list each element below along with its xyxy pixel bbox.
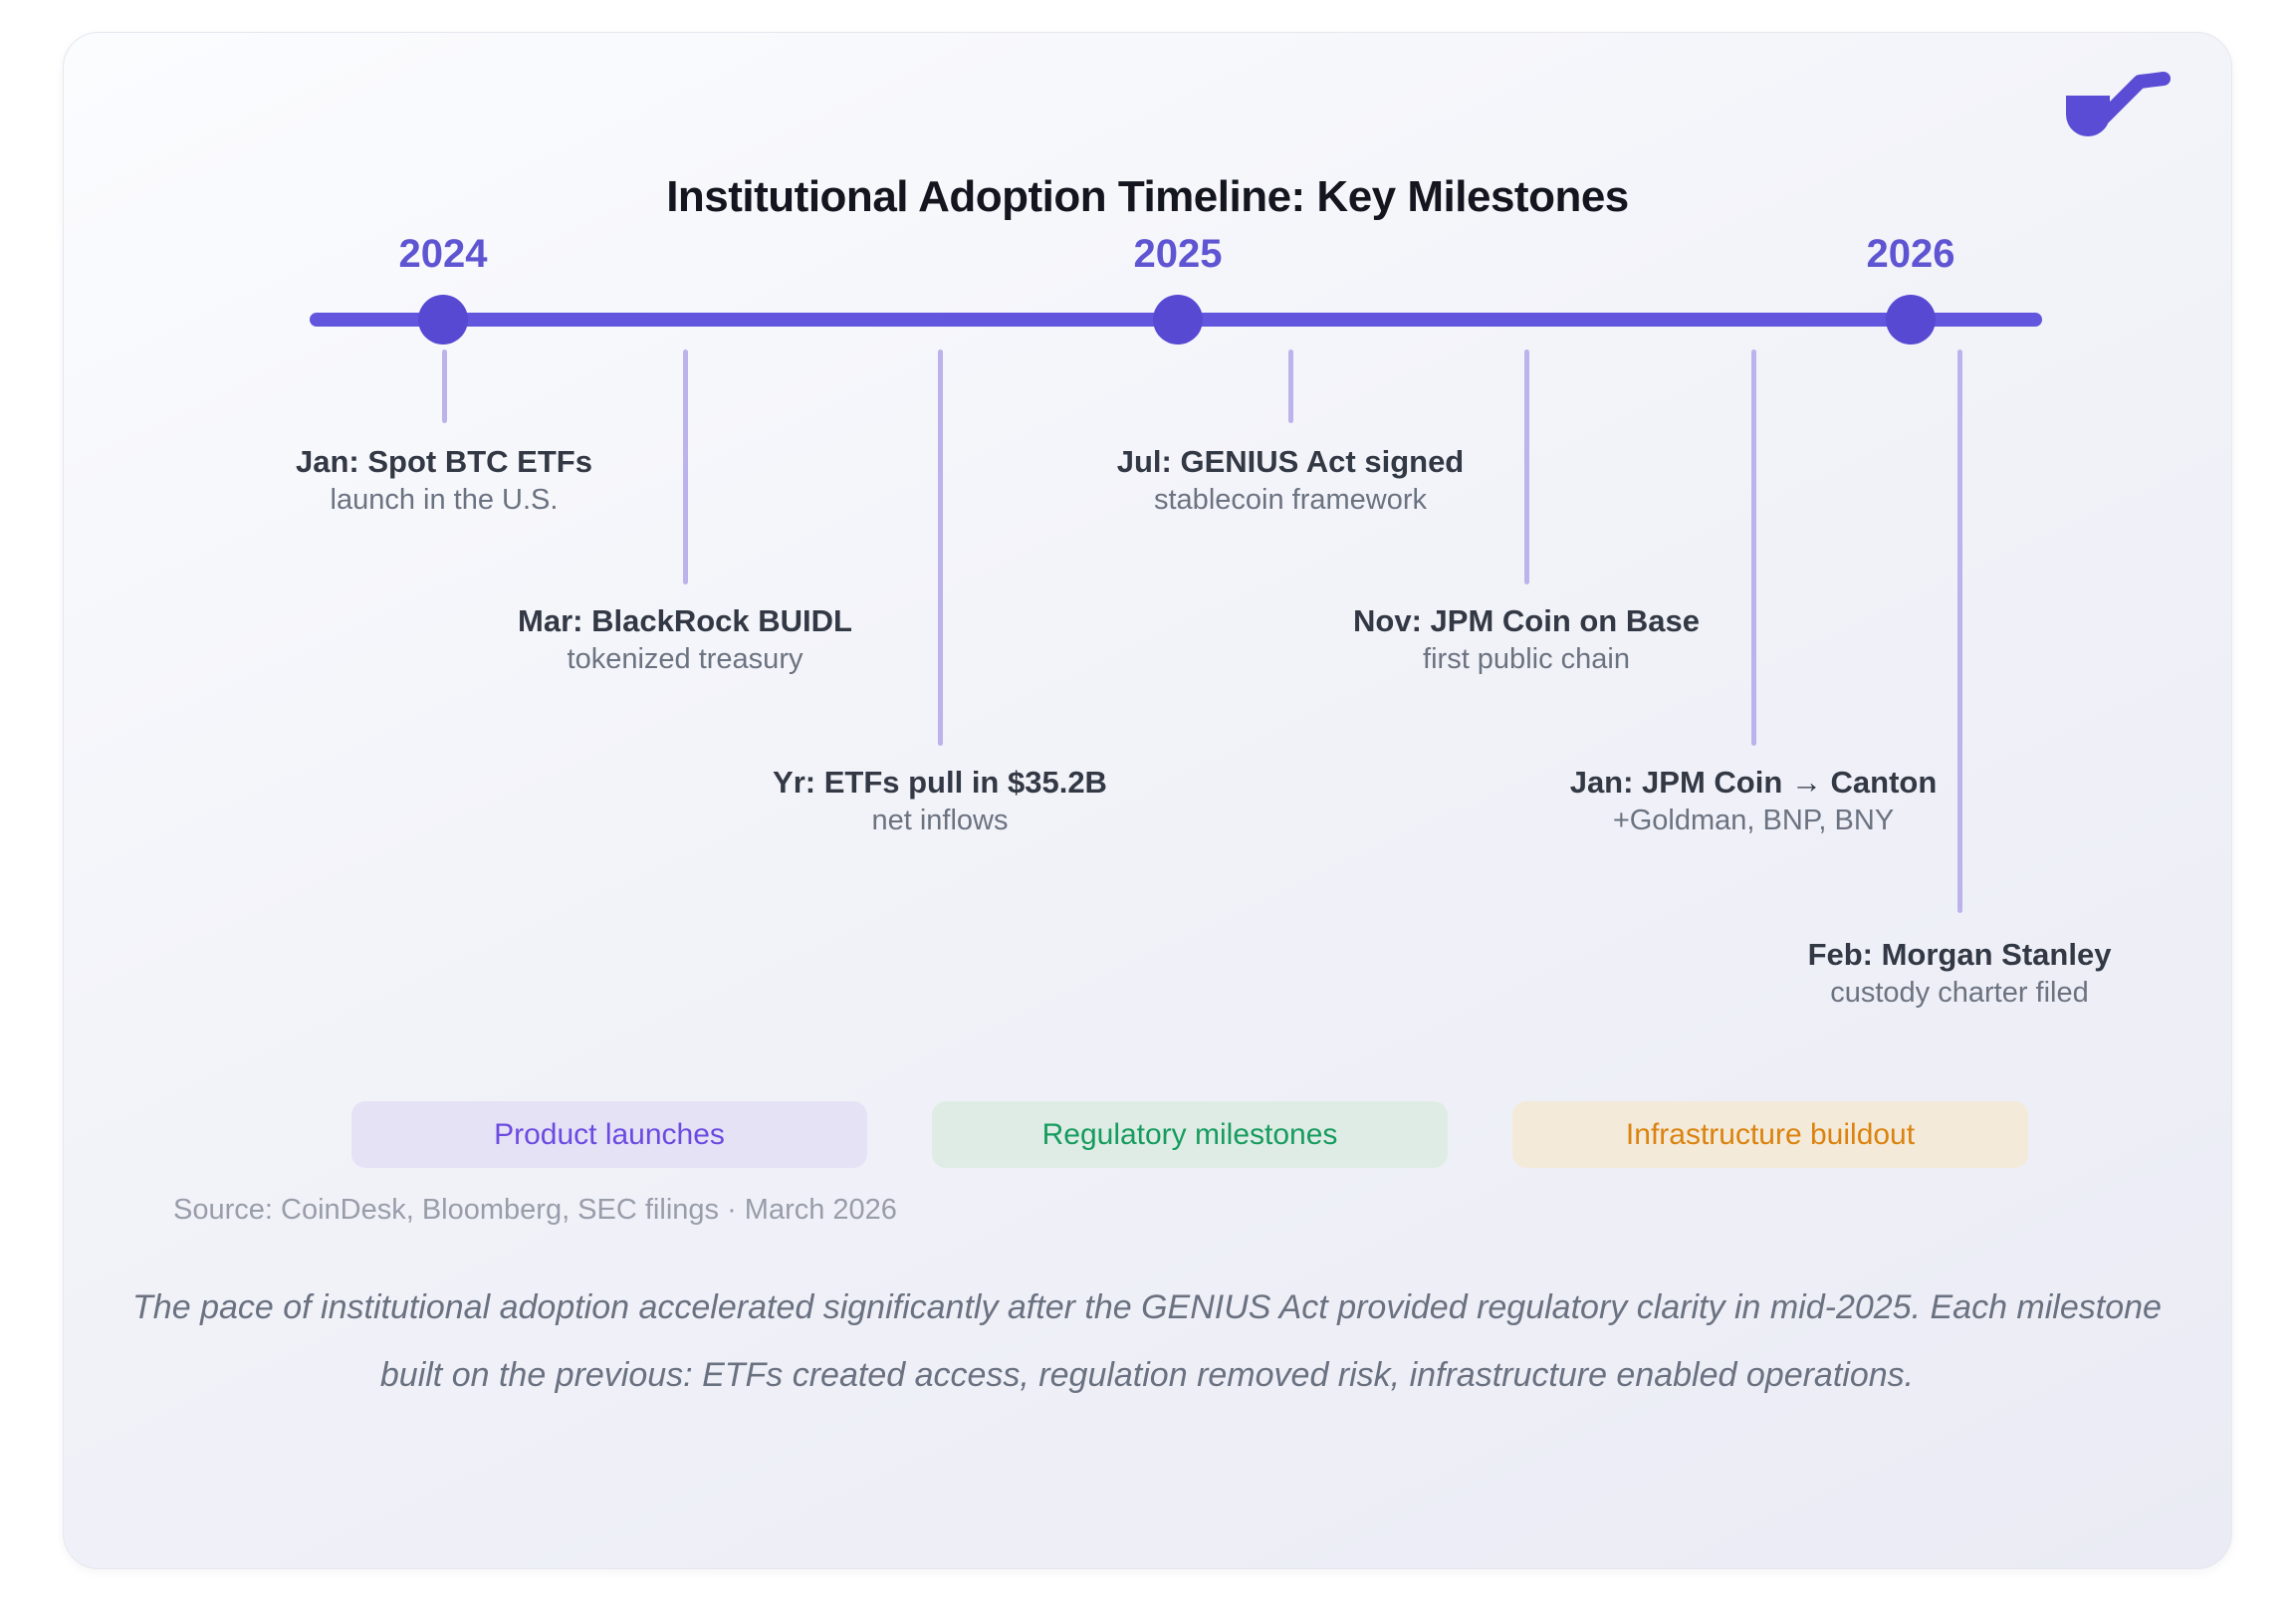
milestone-subtitle: custody charter filed [1830, 977, 2089, 1009]
milestone-title: Mar: BlackRock BUIDL [518, 603, 852, 638]
milestone: Nov: JPM Coin on Base first public chain [1248, 601, 1805, 678]
milestone-subtitle: stablecoin framework [1154, 484, 1427, 516]
milestone-title: Yr: ETFs pull in $35.2B [773, 765, 1107, 800]
milestone-connector [1524, 349, 1529, 584]
year-label: 2026 [1866, 232, 1955, 276]
milestone-subtitle: net inflows [871, 805, 1009, 836]
caption-text: The pace of institutional adoption accel… [132, 1288, 2162, 1394]
milestone-title: Jan: JPM Coin → Canton [1569, 765, 1938, 800]
milestone-subtitle: launch in the U.S. [330, 484, 559, 516]
milestone-title: Jul: GENIUS Act signed [1116, 444, 1465, 479]
milestone: Feb: Morgan Stanley custody charter filed [1681, 935, 2238, 1012]
legend-pill-regulatory-milestones: Regulatory milestones [932, 1101, 1448, 1168]
milestone-title: Nov: JPM Coin on Base [1353, 603, 1700, 638]
timeline-dot [1153, 295, 1203, 345]
year-label: 2025 [1133, 232, 1223, 276]
pipe-checkmark-icon [2066, 72, 2171, 136]
milestone-connector [938, 349, 943, 746]
milestone-connector [683, 349, 688, 584]
timeline-card: Institutional Adoption Timeline: Key Mil… [63, 32, 2232, 1569]
milestone: Yr: ETFs pull in $35.2B net inflows [661, 763, 1219, 839]
milestone: Jan: JPM Coin → Canton +Goldman, BNP, BNY [1475, 763, 2032, 839]
milestone: Jan: Spot BTC ETFs launch in the U.S. [165, 442, 723, 519]
milestone-title: Feb: Morgan Stanley [1807, 937, 2112, 972]
milestone-subtitle: first public chain [1423, 643, 1630, 675]
source-text: Source: CoinDesk, Bloomberg, SEC filings… [173, 1194, 897, 1226]
page-title: Institutional Adoption Timeline: Key Mil… [666, 172, 1629, 221]
milestone-connector [1751, 349, 1756, 746]
legend-pill-product-launches: Product launches [351, 1101, 867, 1168]
milestone-title: Jan: Spot BTC ETFs [296, 444, 592, 479]
milestone-connector [442, 349, 447, 423]
milestone: Mar: BlackRock BUIDL tokenized treasury [406, 601, 964, 678]
year-label: 2024 [398, 232, 488, 276]
timeline-dot [418, 295, 468, 345]
milestone-subtitle: +Goldman, BNP, BNY [1612, 805, 1895, 836]
timeline-dot [1886, 295, 1936, 345]
milestone-connector [1957, 349, 1962, 913]
milestone-subtitle: tokenized treasury [567, 643, 804, 675]
legend-pill-infrastructure-buildout: Infrastructure buildout [1512, 1101, 2028, 1168]
milestone-connector [1288, 349, 1293, 423]
milestone: Jul: GENIUS Act signed stablecoin framewo… [1012, 442, 1569, 519]
